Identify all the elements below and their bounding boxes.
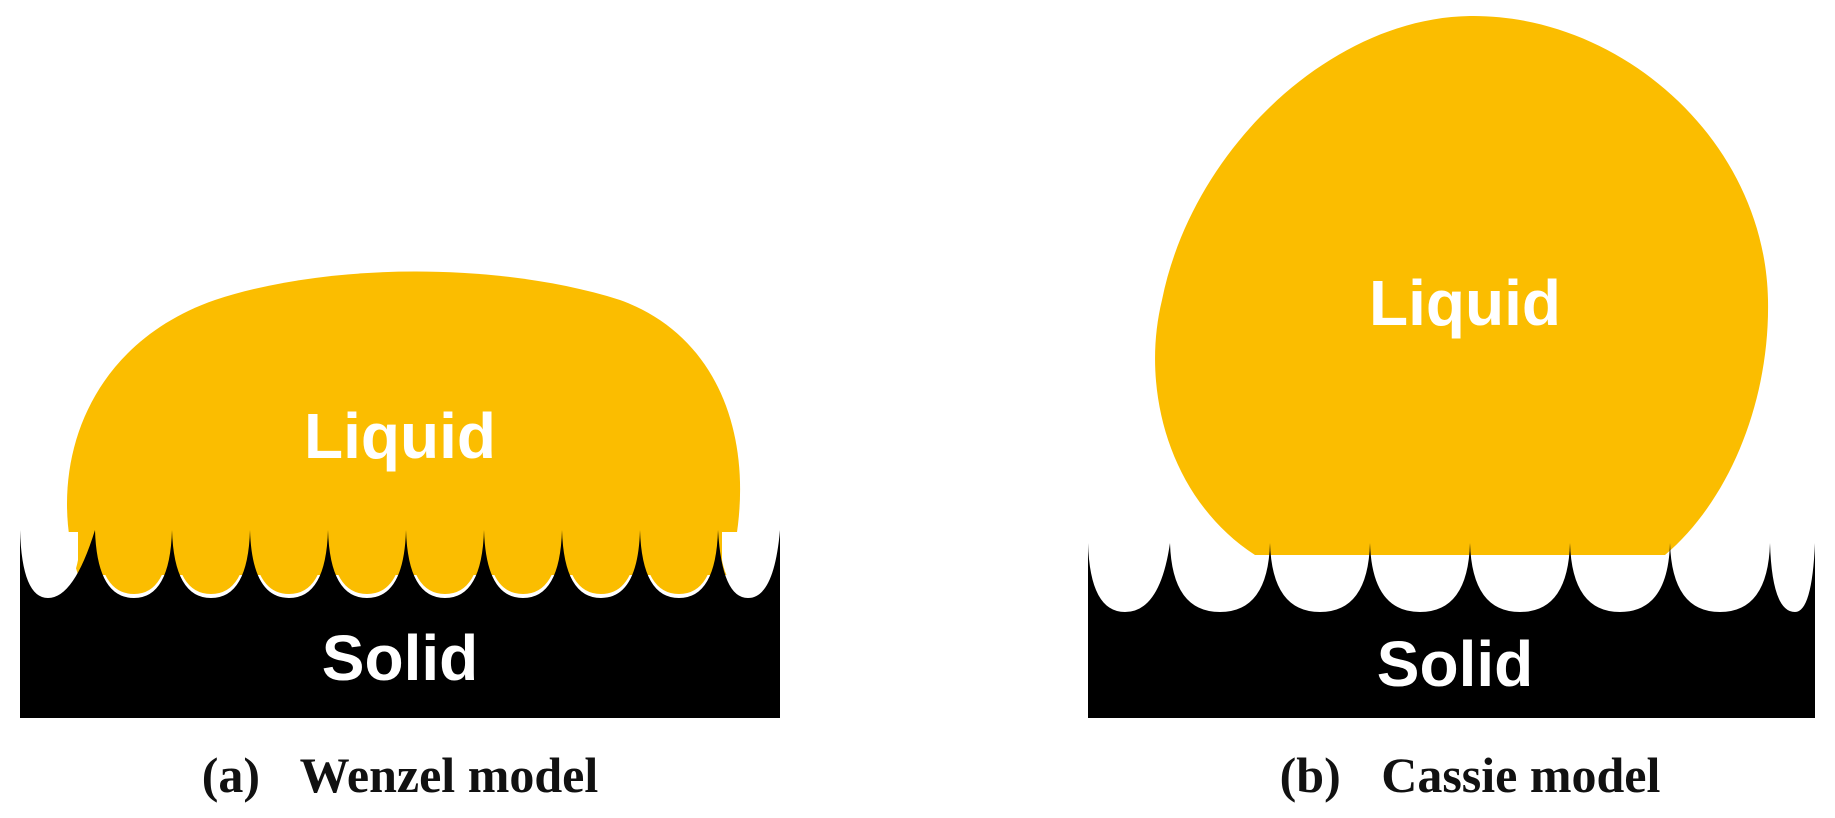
cassie-liquid-label: Liquid — [1369, 267, 1561, 339]
wenzel-liquid-label: Liquid — [304, 400, 496, 472]
panel-wenzel: Liquid Solid (a) Wenzel model — [20, 271, 780, 803]
wenzel-caption: (a) Wenzel model — [202, 747, 599, 803]
cassie-caption: (b) Cassie model — [1280, 747, 1661, 803]
wenzel-edge-pore-right — [722, 532, 776, 592]
cassie-caption-letter: (b) — [1280, 747, 1341, 803]
cassie-liquid-drop — [1155, 15, 1769, 556]
wenzel-solid-substrate — [20, 530, 780, 718]
wenzel-edge-pore-left — [24, 532, 78, 592]
wenzel-caption-title: Wenzel model — [300, 747, 599, 803]
wenzel-solid-label: Solid — [322, 622, 478, 694]
cassie-solid-substrate — [1088, 543, 1815, 718]
cassie-solid-label: Solid — [1377, 628, 1533, 700]
panel-cassie: Liquid Solid (b) Cassie model — [1088, 15, 1815, 803]
wenzel-caption-letter: (a) — [202, 747, 260, 803]
cassie-caption-title: Cassie model — [1381, 747, 1660, 803]
wenzel-liquid-drop — [67, 271, 741, 575]
wenzel-filled-pores — [97, 532, 716, 594]
